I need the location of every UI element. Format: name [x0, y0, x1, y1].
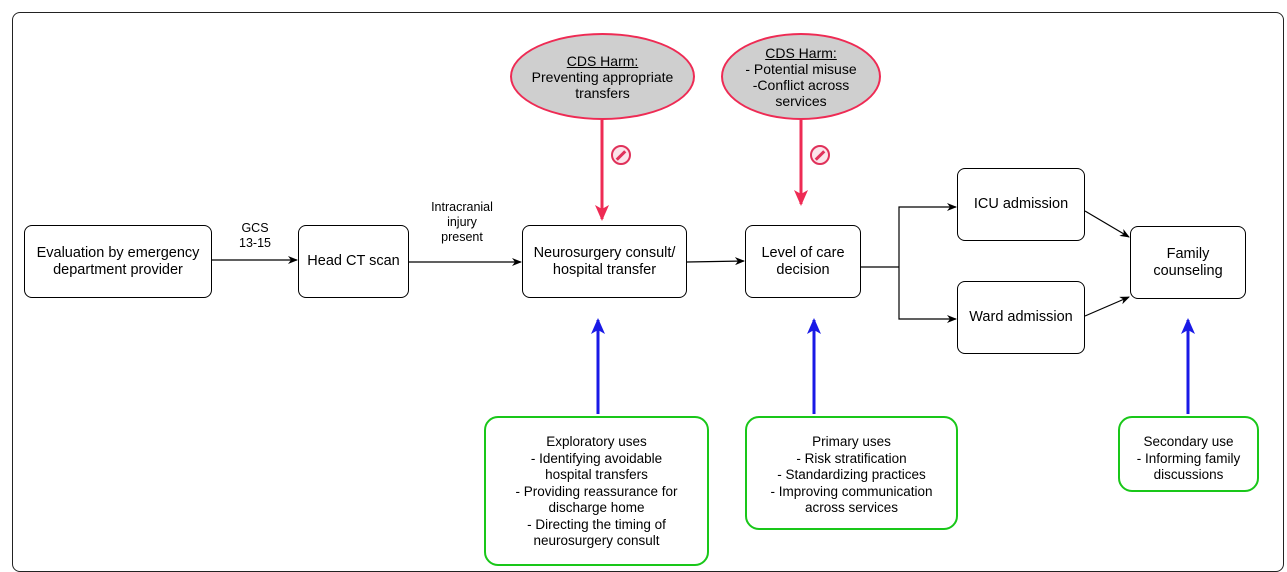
- harm-transfers-line-2: transfers: [575, 84, 630, 101]
- node-family-line-1: Family: [1166, 245, 1210, 262]
- use-primary-title: Primary uses: [812, 434, 891, 449]
- edge-icu-to-family: [1084, 210, 1130, 238]
- node-neurosurgery-line-2: hospital transfer: [552, 261, 657, 278]
- use-secondary-line-2: discussions: [1153, 467, 1224, 482]
- node-evaluation: Evaluation by emergency department provi…: [24, 225, 212, 298]
- use-primary-line-3: - Improving communication: [770, 483, 933, 499]
- node-level-line-1: Level of care: [761, 244, 845, 261]
- edge-label-gcs-line-1: GCS: [241, 221, 269, 235]
- node-neurosurgery: Neurosurgery consult/ hospital transfer: [522, 225, 687, 298]
- edge-branch-to-ward: [898, 267, 957, 323]
- use-primary-line-1: - Risk stratification: [796, 450, 907, 466]
- use-secondary-title: Secondary use: [1143, 434, 1234, 449]
- use-exploratory-line-1: - Identifying avoidable: [530, 450, 663, 466]
- harm-misuse-line-1: - Potential misuse: [745, 60, 857, 77]
- node-evaluation-line-2: department provider: [53, 261, 183, 278]
- edge-label-gcs: GCS 13-15: [222, 221, 288, 251]
- connector-layer: [212, 120, 1195, 414]
- use-exploratory: Exploratory uses - Identifying avoidable…: [484, 416, 709, 566]
- harm-misuse: CDS Harm: - Potential misuse -Conflict a…: [721, 33, 881, 120]
- node-head-ct: Head CT scan: [298, 225, 409, 298]
- node-level-line-2: decision: [776, 261, 830, 278]
- edge-label-intracranial: Intracranial injury present: [414, 200, 510, 245]
- use-exploratory-line-6: neurosurgery consult: [533, 533, 660, 548]
- prohibited-icon: [611, 145, 631, 165]
- use-exploratory-line-3: - Providing reassurance for: [515, 483, 678, 499]
- use-primary-line-4: across services: [804, 500, 899, 515]
- use-exploratory-line-4: discharge home: [548, 500, 645, 515]
- use-exploratory-line-5: - Directing the timing of: [527, 516, 666, 532]
- edge-label-gcs-line-2: 13-15: [239, 236, 271, 250]
- harm-transfers-line-1: Preventing appropriate: [531, 68, 674, 85]
- node-family-counseling: Family counseling: [1130, 226, 1246, 299]
- edge-ward-to-family: [1084, 296, 1130, 317]
- node-ward-line-1: Ward admission: [969, 309, 1073, 325]
- harm-misuse-line-2: -Conflict across: [752, 76, 850, 93]
- use-secondary-line-1: - Informing family: [1136, 450, 1241, 466]
- diagram-canvas: Evaluation by emergency department provi…: [0, 0, 1287, 560]
- use-exploratory-line-2: hospital transfers: [545, 467, 648, 482]
- node-level-of-care: Level of care decision: [745, 225, 861, 298]
- use-primary-line-2: - Standardizing practices: [777, 467, 926, 482]
- harm-transfers-title: CDS Harm:: [566, 52, 639, 69]
- use-exploratory-title: Exploratory uses: [546, 434, 647, 449]
- use-primary: Primary uses - Risk stratification - Sta…: [745, 416, 958, 530]
- use-secondary: Secondary use - Informing family discuss…: [1118, 416, 1259, 492]
- edge-neurosurgery-to-level: [686, 257, 745, 266]
- node-ward-admission: Ward admission: [957, 281, 1085, 354]
- prohibited-icon: [810, 145, 830, 165]
- node-head-ct-line-1: Head CT scan: [307, 253, 400, 269]
- edge-label-intracranial-line-2: injury: [447, 215, 477, 229]
- node-icu-admission: ICU admission: [957, 168, 1085, 241]
- node-neurosurgery-line-1: Neurosurgery consult/: [533, 244, 676, 261]
- node-icu-line-1: ICU admission: [973, 196, 1069, 212]
- node-evaluation-line-1: Evaluation by emergency: [36, 244, 200, 261]
- edge-label-intracranial-line-1: Intracranial: [431, 200, 493, 214]
- edge-label-intracranial-line-3: present: [441, 230, 483, 244]
- node-family-line-2: counseling: [1153, 262, 1223, 279]
- edge-branch-to-icu: [898, 203, 957, 267]
- harm-misuse-title: CDS Harm:: [765, 44, 837, 61]
- harm-transfers: CDS Harm: Preventing appropriate transfe…: [510, 33, 695, 120]
- harm-misuse-line-3: services: [775, 92, 827, 109]
